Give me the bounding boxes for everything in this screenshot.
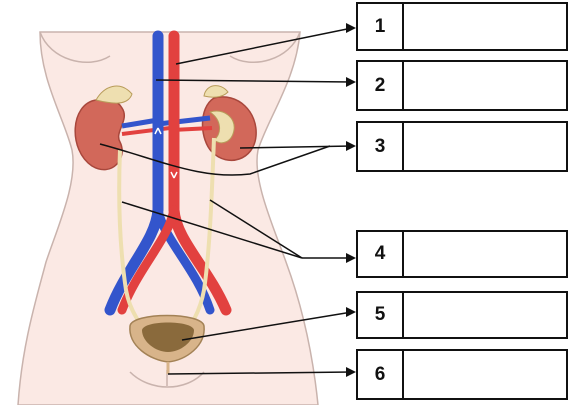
answer-field-1[interactable]	[404, 4, 566, 49]
label-box-6: 6	[356, 349, 568, 400]
label-number-4: 4	[358, 232, 404, 276]
arrowhead-3	[346, 141, 356, 151]
label-number-5: 5	[358, 293, 404, 337]
arrowhead-5	[346, 307, 356, 317]
label-box-2: 2	[356, 60, 568, 111]
label-number-6: 6	[358, 351, 404, 398]
label-number-3: 3	[358, 123, 404, 170]
answer-field-3[interactable]	[404, 123, 566, 170]
label-number-2: 2	[358, 62, 404, 109]
arrowhead-1	[346, 23, 356, 33]
label-box-4: 4	[356, 230, 568, 278]
arrowhead-2	[346, 77, 356, 87]
answer-field-5[interactable]	[404, 293, 566, 337]
answer-field-4[interactable]	[404, 232, 566, 276]
answer-field-2[interactable]	[404, 62, 566, 109]
label-number-1: 1	[358, 4, 404, 49]
arrowheads	[346, 23, 356, 377]
arrowhead-4	[346, 253, 356, 263]
label-box-5: 5	[356, 291, 568, 339]
label-box-1: 1	[356, 2, 568, 51]
label-box-3: 3	[356, 121, 568, 172]
arrowhead-6	[346, 367, 356, 377]
answer-field-6[interactable]	[404, 351, 566, 398]
